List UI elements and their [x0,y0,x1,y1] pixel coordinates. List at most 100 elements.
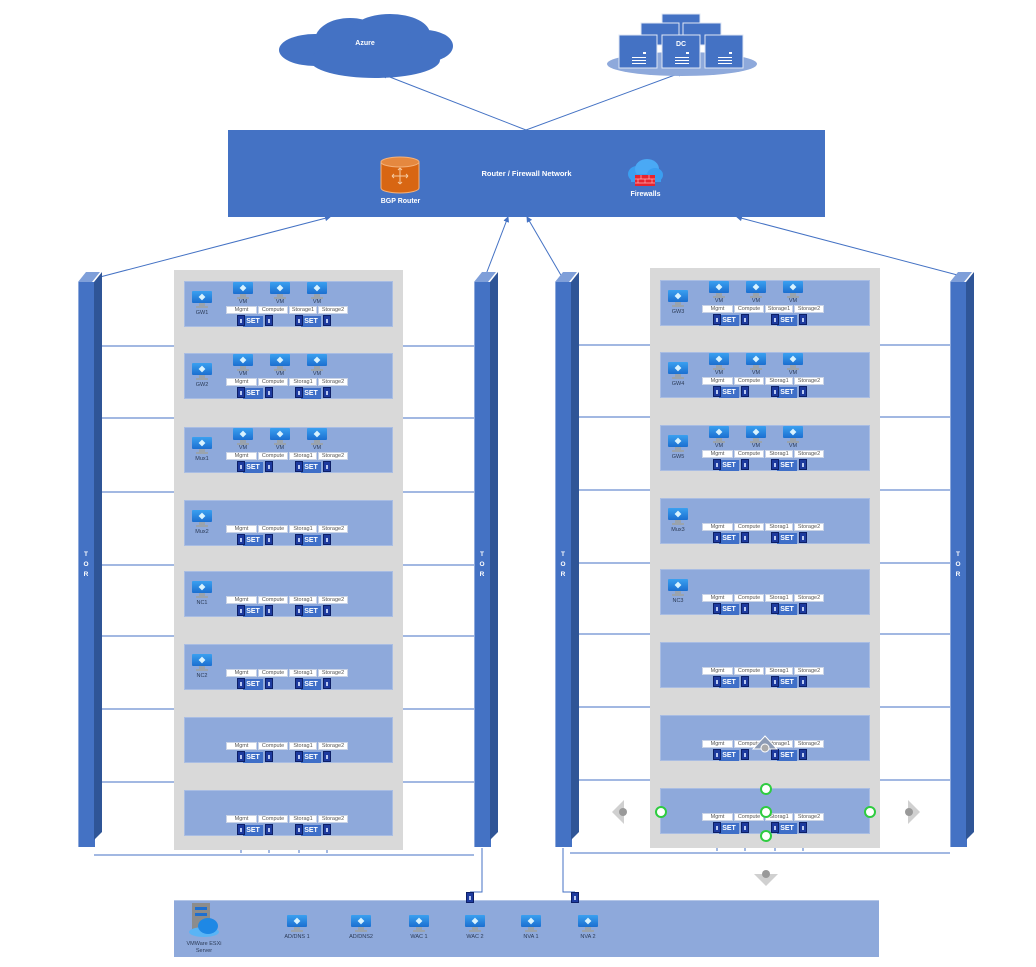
arrow-left-handle[interactable] [610,798,632,826]
set-team[interactable]: SET [719,677,739,688]
set-team[interactable]: SET [243,535,263,546]
vm-icon[interactable] [286,915,308,935]
datacenter[interactable]: DC [605,12,760,77]
vm-label: VM [751,443,761,449]
azure-cloud[interactable]: Azure [275,12,455,82]
set-team[interactable]: SET [777,533,797,544]
vm-icon[interactable] [232,282,254,302]
vm-icon[interactable] [232,428,254,448]
vm-icon[interactable] [306,428,328,448]
set-team[interactable]: SET [301,752,321,763]
resize-handle-top[interactable] [760,783,772,795]
bgp-router-label: BGP Router [380,198,421,205]
set-team[interactable]: SET [719,315,739,326]
vm-icon[interactable] [708,281,730,301]
vm-icon[interactable] [464,915,486,935]
set-team[interactable]: SET [301,316,321,327]
vm-icon[interactable] [350,915,372,935]
server-node[interactable] [184,717,393,763]
resize-handle-left[interactable] [655,806,667,818]
nic-label-compute: Compute [258,596,288,604]
tor-4[interactable] [950,282,967,847]
set-team[interactable]: SET [719,460,739,471]
set-team[interactable]: SET [301,679,321,690]
server-node[interactable] [660,642,870,688]
server-node[interactable] [184,790,393,836]
set-team[interactable]: SET [301,606,321,617]
set-team[interactable]: SET [777,823,797,834]
vm-icon[interactable] [745,426,767,446]
esxi-server[interactable]: VMWare ESXi Server [184,903,224,958]
nic-port-icon [295,824,303,835]
server-node[interactable] [184,500,393,546]
rotate-handle-center[interactable] [760,806,772,818]
vm-icon[interactable] [306,354,328,374]
vm-icon[interactable] [269,282,291,302]
vm-icon[interactable] [306,282,328,302]
tor-3[interactable] [555,282,572,847]
vm-icon[interactable] [745,353,767,373]
vm-icon[interactable] [232,354,254,374]
tor-3-side [571,272,579,840]
vm-icon[interactable] [745,281,767,301]
firewalls[interactable]: Firewalls [623,158,668,202]
set-team[interactable]: SET [777,750,797,761]
nic-port-icon [265,387,273,398]
bgp-router[interactable]: BGP Router [378,156,423,208]
set-team[interactable]: SET [777,460,797,471]
vm-icon[interactable] [708,353,730,373]
vm-icon[interactable] [269,354,291,374]
set-team[interactable]: SET [719,604,739,615]
set-team[interactable]: SET [777,315,797,326]
server-node[interactable] [184,571,393,617]
set-team[interactable]: SET [301,825,321,836]
server-node[interactable] [660,715,870,761]
vm-icon[interactable] [269,428,291,448]
set-team[interactable]: SET [243,316,263,327]
vm-icon[interactable] [408,915,430,935]
server-node[interactable] [660,498,870,544]
server-node[interactable] [660,569,870,615]
set-team[interactable]: SET [243,462,263,473]
server-node[interactable] [184,644,393,690]
host-vm-icon [667,435,689,455]
host-vm-icon [191,437,213,457]
vm-icon[interactable] [577,915,599,935]
set-team[interactable]: SET [719,750,739,761]
set-team[interactable]: SET [243,752,263,763]
vm-icon[interactable] [708,426,730,446]
nic-label-compute: Compute [258,525,288,533]
set-team[interactable]: SET [777,387,797,398]
tor-4-side [966,272,974,840]
set-team[interactable]: SET [777,677,797,688]
set-team[interactable]: SET [301,388,321,399]
set-team[interactable]: SET [301,535,321,546]
set-team[interactable]: SET [719,387,739,398]
set-team[interactable]: SET [719,533,739,544]
set-team[interactable]: SET [243,825,263,836]
vm-icon[interactable] [782,353,804,373]
move-handle-up[interactable] [751,735,779,753]
resize-handle-right[interactable] [864,806,876,818]
tor-2[interactable] [474,282,491,847]
vm-icon[interactable] [520,915,542,935]
router-firewall-network[interactable]: Router / Firewall Network BGP Router Fir… [228,130,825,217]
set-team[interactable]: SET [719,823,739,834]
vm-icon[interactable] [782,281,804,301]
vm-icon[interactable] [782,426,804,446]
nic-port-icon [713,386,721,397]
set-team[interactable]: SET [243,679,263,690]
set-team[interactable]: SET [243,388,263,399]
set-team[interactable]: SET [301,462,321,473]
tor-1[interactable] [78,282,95,847]
arrow-right-handle[interactable] [900,798,922,826]
nic-port-icon [771,459,779,470]
set-team[interactable]: SET [777,604,797,615]
node-name: NC1 [196,600,208,606]
set-team[interactable]: SET [243,606,263,617]
arrow-down-handle[interactable] [752,866,780,888]
nic-port-icon [771,822,779,833]
resize-handle-bottom[interactable] [760,830,772,842]
